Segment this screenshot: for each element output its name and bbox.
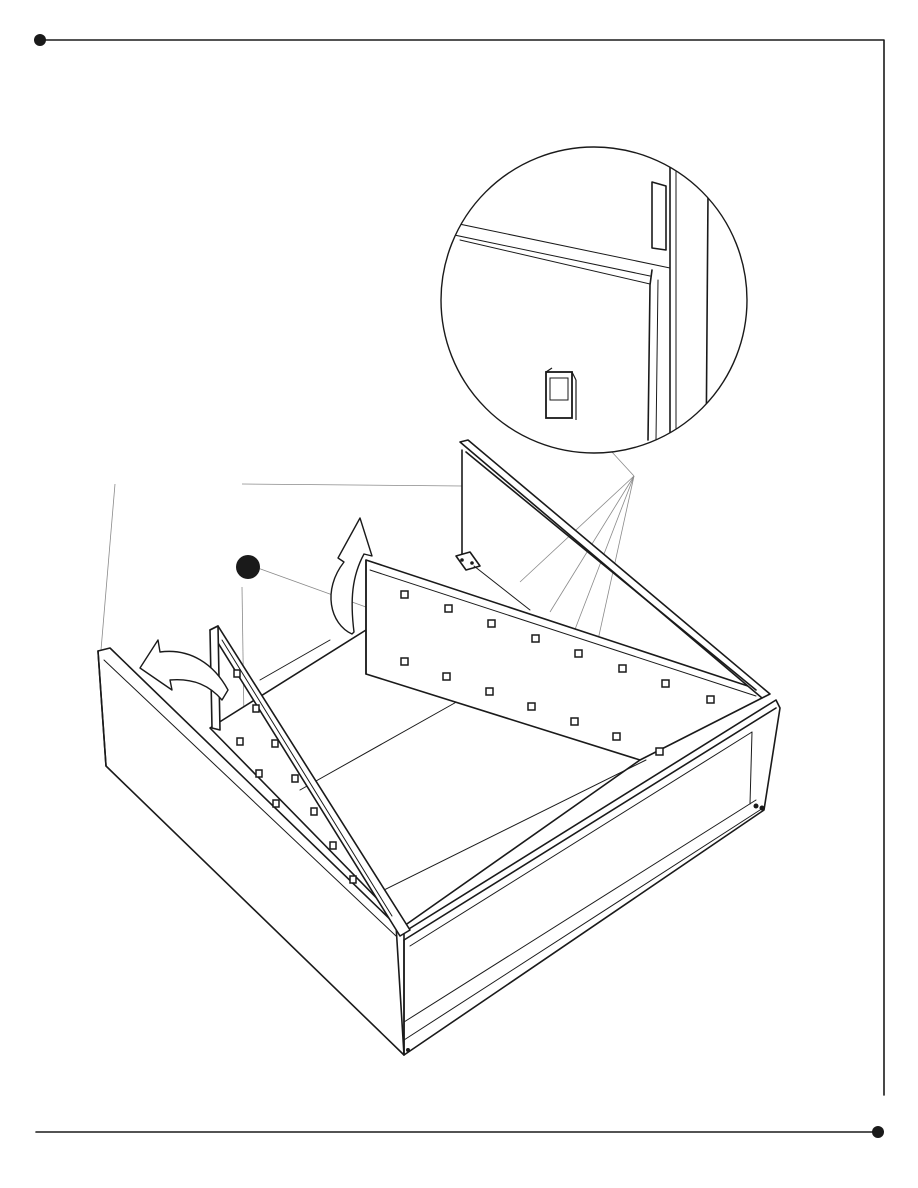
slot-hole — [528, 703, 535, 710]
slot-hole — [234, 670, 240, 677]
slot-hole — [707, 696, 714, 703]
slot-hole — [656, 748, 663, 755]
slot-hole — [253, 705, 259, 712]
slot-hole — [330, 842, 336, 849]
slot-hole — [488, 620, 495, 627]
slot-hole — [272, 740, 278, 747]
detail-inset-circle — [441, 147, 747, 453]
slot-hole — [575, 650, 582, 657]
slot-hole — [237, 738, 243, 745]
inset-clip-detail — [546, 368, 576, 420]
slot-hole — [445, 605, 452, 612]
slot-hole — [401, 658, 408, 665]
slot-hole — [443, 673, 450, 680]
slot-hole — [619, 665, 626, 672]
slot-hole — [532, 635, 539, 642]
frame-top-left-dot-icon — [34, 34, 46, 46]
slot-hole — [613, 733, 620, 740]
slot-hole — [256, 770, 262, 777]
slot-hole — [311, 808, 317, 815]
slot-hole — [350, 876, 356, 883]
slot-hole — [662, 680, 669, 687]
slot-hole — [273, 800, 279, 807]
slot-hole — [401, 591, 408, 598]
slot-hole — [486, 688, 493, 695]
frame-bottom-right-dot-icon — [872, 1126, 884, 1138]
drawer-box — [98, 440, 780, 1055]
slot-hole — [571, 718, 578, 725]
leader-back-panel — [242, 484, 462, 486]
leader-callout-down — [242, 587, 244, 722]
bracket-hole-icon — [460, 558, 464, 562]
leader-left-side — [101, 484, 115, 650]
callout-marker-icon — [236, 555, 260, 579]
detail-inset — [440, 147, 747, 460]
corner-screw-icon — [760, 806, 765, 811]
corner-screw-icon — [754, 804, 759, 809]
inset-rear-tab — [652, 182, 666, 250]
corner-screw-icon — [406, 1048, 410, 1052]
bracket-hole-icon — [470, 561, 474, 565]
slot-hole — [292, 775, 298, 782]
